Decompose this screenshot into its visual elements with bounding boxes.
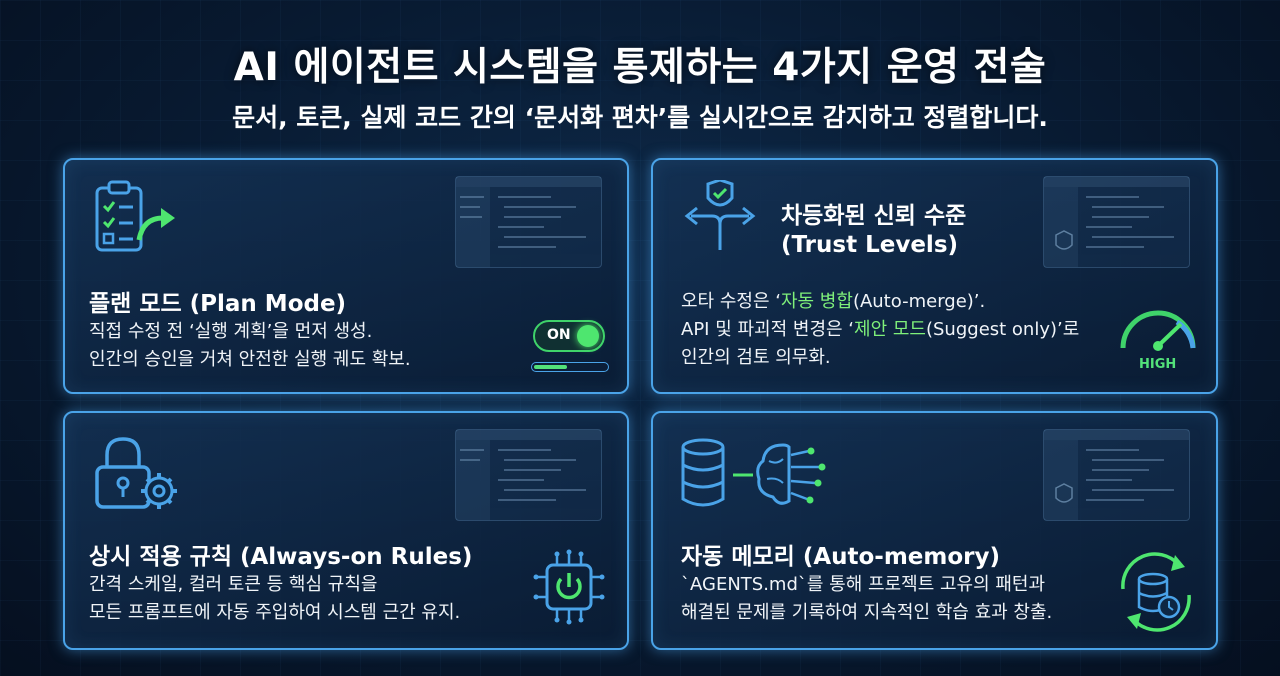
card-title: 자동 메모리 (Auto-memory) <box>681 544 1001 570</box>
plan-mode-toggle[interactable]: ON <box>533 320 605 352</box>
progress-fill <box>534 365 567 369</box>
database-brain-icon <box>679 437 839 517</box>
card-always-on-rules: 상시 적용 규칙 (Always-on Rules) 간격 스케일, 컬러 토큰… <box>63 411 629 650</box>
text-segment: (Suggest only)’로 <box>925 319 1080 340</box>
highlight-text: 제안 모드 <box>854 319 926 340</box>
gauge-label: HIGH <box>1139 357 1177 372</box>
code-editor-mockup <box>455 176 602 268</box>
toggle-knob <box>577 325 599 347</box>
card-line: `AGENTS.md`를 통해 프로젝트 고유의 패턴과 <box>681 574 1046 595</box>
code-editor-mockup <box>1043 176 1190 268</box>
text-segment: 오타 수정은 ‘ <box>681 291 781 312</box>
lock-gear-icon <box>93 433 183 519</box>
card-title: 차등화된 신뢰 수준 (Trust Levels) <box>781 196 966 258</box>
clipboard-checklist-icon <box>93 178 183 262</box>
card-line: 인간의 승인을 거쳐 안전한 실행 궤도 확보. <box>89 349 411 370</box>
shield-branch-icon <box>677 178 763 254</box>
card-line: 간격 스케일, 컬러 토큰 등 핵심 규칙을 <box>89 574 378 595</box>
code-editor-mockup <box>1043 429 1190 521</box>
card-description: `AGENTS.md`를 통해 프로젝트 고유의 패턴과 해결된 문제를 기록하… <box>681 571 1052 627</box>
power-chip-icon <box>529 547 609 631</box>
database-sync-icon <box>1111 549 1201 639</box>
page-subtitle: 문서, 토큰, 실제 코드 간의 ‘문서화 편차’를 실시간으로 감지하고 정렬… <box>232 103 1048 132</box>
toggle-label: ON <box>547 327 571 343</box>
card-line: 모든 프롬프트에 자동 주입하여 시스템 근간 유지. <box>89 602 461 623</box>
card-auto-memory: 자동 메모리 (Auto-memory) `AGENTS.md`를 통해 프로젝… <box>651 411 1218 650</box>
gauge-icon <box>1115 300 1201 360</box>
card-description: 간격 스케일, 컬러 토큰 등 핵심 규칙을 모든 프롬프트에 자동 주입하여 … <box>89 571 460 627</box>
card-title: 상시 적용 규칙 (Always-on Rules) <box>89 544 473 570</box>
card-description: 오타 수정은 ‘자동 병합(Auto-merge)’. API 및 파괴적 변경… <box>681 288 1079 372</box>
card-description: 직접 수정 전 ‘실행 계획’을 먼저 생성. 인간의 승인을 거쳐 안전한 실… <box>89 318 411 374</box>
highlight-text: 자동 병합 <box>780 291 853 312</box>
card-line: 직접 수정 전 ‘실행 계획’을 먼저 생성. <box>89 321 373 342</box>
card-title-line: (Trust Levels) <box>781 232 959 258</box>
text-segment: API 및 파괴적 변경은 ‘ <box>681 319 855 340</box>
progress-bar <box>531 362 609 372</box>
code-editor-mockup <box>455 429 602 521</box>
card-line: 오타 수정은 ‘자동 병합(Auto-merge)’. <box>681 288 1079 316</box>
page-title: AI 에이전트 시스템을 통제하는 4가지 운영 전술 <box>233 45 1047 90</box>
card-trust-levels: 차등화된 신뢰 수준 (Trust Levels) 오타 수정은 ‘자동 병합(… <box>651 158 1218 394</box>
card-line: API 및 파괴적 변경은 ‘제안 모드(Suggest only)’로 <box>681 316 1079 344</box>
text-segment: (Auto-merge)’. <box>852 291 986 312</box>
card-title: 플랜 모드 (Plan Mode) <box>89 291 347 317</box>
card-line: 해결된 문제를 기록하여 지속적인 학습 효과 창출. <box>681 602 1053 623</box>
card-line: 인간의 검토 의무화. <box>681 347 831 368</box>
card-title-line: 차등화된 신뢰 수준 <box>781 203 967 229</box>
card-plan-mode: 플랜 모드 (Plan Mode) 직접 수정 전 ‘실행 계획’을 먼저 생성… <box>63 158 629 394</box>
